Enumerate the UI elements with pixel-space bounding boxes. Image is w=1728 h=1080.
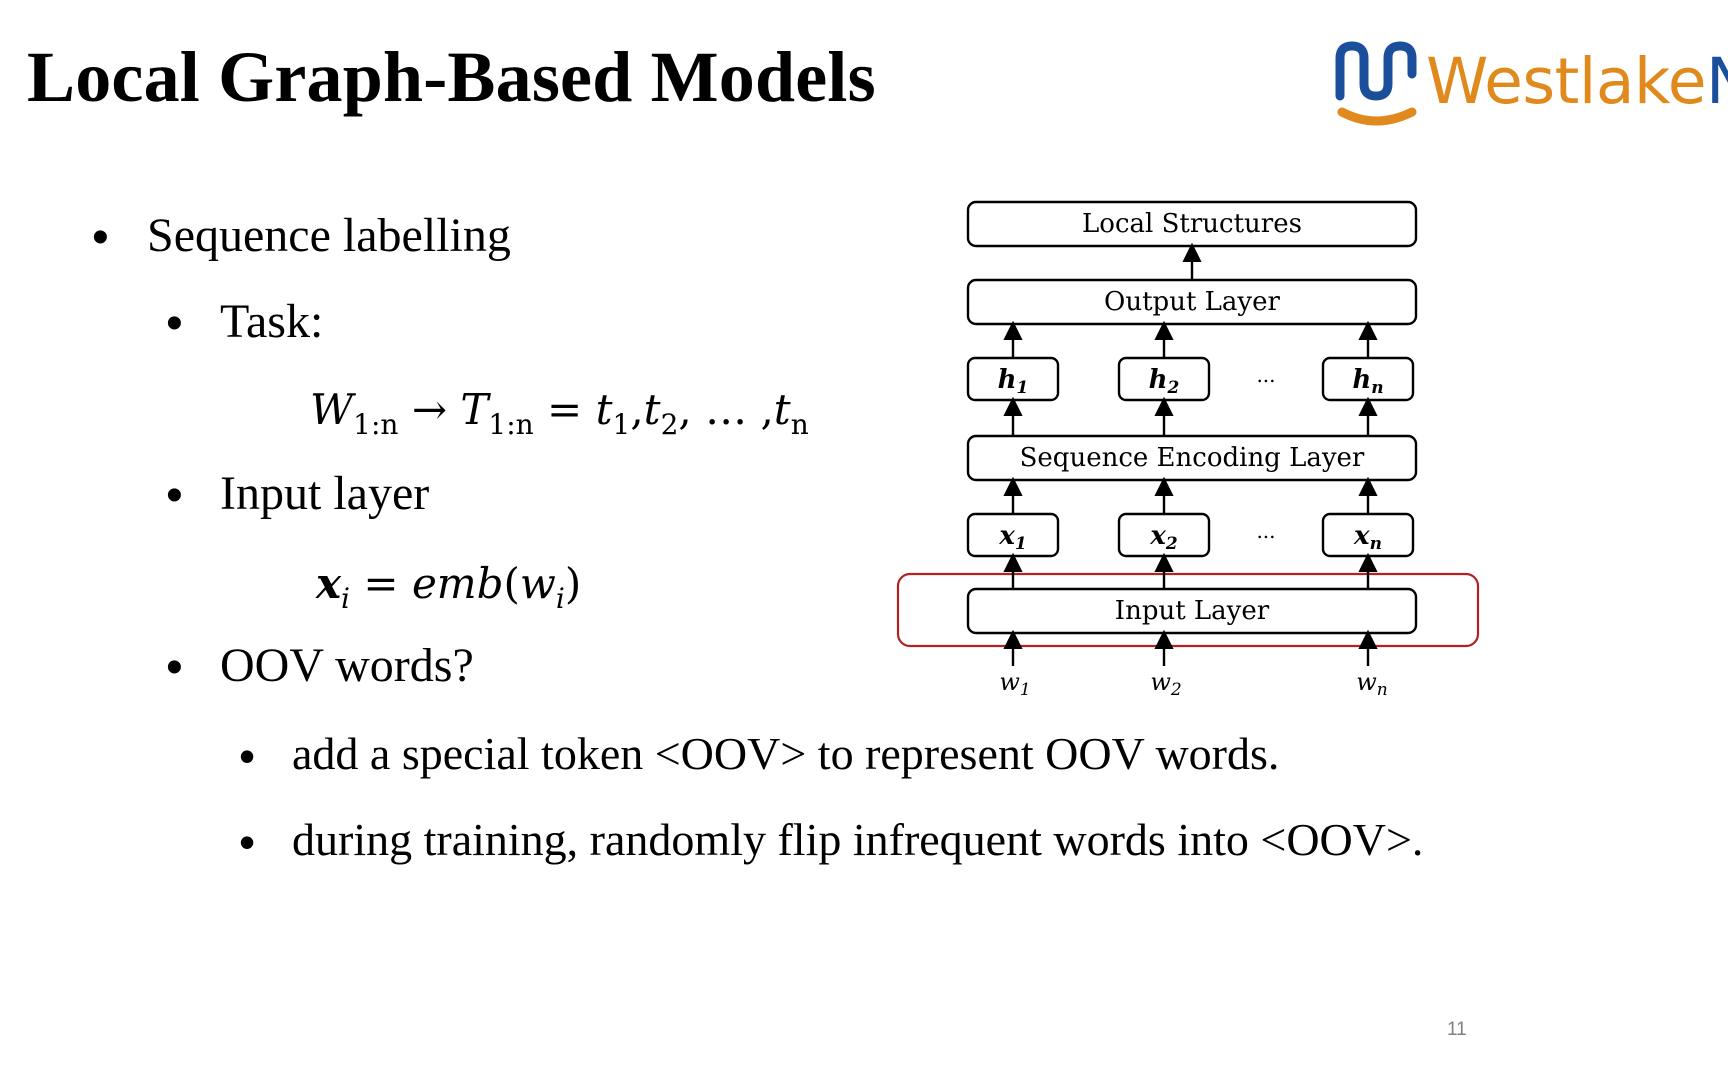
input-layer-highlight xyxy=(896,572,1480,648)
bullet-dot: • xyxy=(239,816,256,868)
architecture-diagram-svg: Local Structures Output Layer Sequence E… xyxy=(896,200,1480,700)
task-formula: W1:n → T1:n = t1,t2, … ,tn xyxy=(310,385,809,441)
dots-x: ... xyxy=(1256,519,1275,543)
label-wn: wn xyxy=(1356,668,1388,700)
label-output-layer: Output Layer xyxy=(1104,287,1280,317)
label-hn: hn xyxy=(1352,365,1383,398)
label-h1: h1 xyxy=(998,365,1029,398)
label-w1: w1 xyxy=(999,668,1030,700)
westlake-logo-icon xyxy=(1335,41,1417,126)
bullet-dot: • xyxy=(166,641,183,694)
label-input-layer: Input Layer xyxy=(1115,596,1270,626)
page-number: 11 xyxy=(1447,1019,1467,1040)
bullet-sequence-labelling: Sequence labelling xyxy=(147,209,511,262)
bullet-dot: • xyxy=(92,211,109,264)
bullet-dot: • xyxy=(239,730,256,782)
bullet-oov-token: add a special token <OOV> to represent O… xyxy=(292,728,1280,779)
label-h2: h2 xyxy=(1149,365,1180,398)
label-local-structures: Local Structures xyxy=(1082,209,1302,239)
logo-wordmark: WestlakeN xyxy=(1426,45,1728,118)
label-xn: xn xyxy=(1353,521,1382,554)
bullet-input-layer: Input layer xyxy=(220,467,430,520)
bullet-dot: • xyxy=(166,297,183,350)
dots-h: ... xyxy=(1256,363,1275,387)
label-x2: x2 xyxy=(1149,521,1178,554)
box-sequence-encoding-layer xyxy=(966,434,1418,482)
slide-title: Local Graph-Based Models xyxy=(27,37,876,117)
label-sequence-encoding-layer: Sequence Encoding Layer xyxy=(1020,443,1365,473)
westlake-logo: WestlakeN xyxy=(1330,38,1728,128)
label-x1: x1 xyxy=(998,521,1026,554)
input-formula: xi = emb(wi) xyxy=(316,559,582,615)
bullet-oov-training: during training, randomly flip infrequen… xyxy=(292,814,1424,865)
architecture-diagram: Local Structures Output Layer Sequence E… xyxy=(890,196,1490,706)
box-input-layer xyxy=(966,587,1418,635)
bullet-task: Task: xyxy=(220,295,324,348)
label-w2: w2 xyxy=(1150,668,1181,700)
bullet-dot: • xyxy=(166,469,183,522)
bullet-oov-words: OOV words? xyxy=(220,639,474,692)
